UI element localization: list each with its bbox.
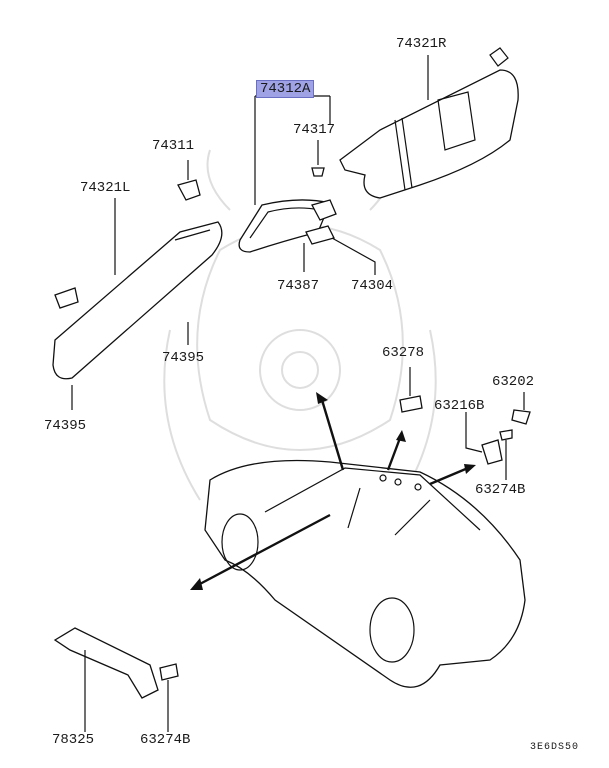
part-label-74304[interactable]: 74304 xyxy=(351,278,394,294)
part-label-63278[interactable]: 63278 xyxy=(382,345,425,361)
sunvisor-right-drawing xyxy=(339,47,519,199)
part-label-74387[interactable]: 74387 xyxy=(277,278,320,294)
assist-grip-drawing xyxy=(53,627,179,732)
visor-clip-drawing xyxy=(177,160,201,201)
part-label-74317[interactable]: 74317 xyxy=(293,122,336,138)
diagram-code: 3E6DS50 xyxy=(530,742,580,753)
part-label-74395-left[interactable]: 74395 xyxy=(44,418,87,434)
part-label-74311[interactable]: 74311 xyxy=(152,138,195,154)
part-label-74395-center[interactable]: 74395 xyxy=(162,350,205,366)
car-body-drawing xyxy=(204,459,526,688)
part-label-74321l[interactable]: 74321L xyxy=(80,180,131,196)
part-label-78325[interactable]: 78325 xyxy=(52,732,95,748)
part-label-74312a[interactable]: 74312A xyxy=(256,80,315,98)
part-label-74321r[interactable]: 74321R xyxy=(396,36,447,52)
part-label-63216b[interactable]: 63216B xyxy=(434,398,485,414)
rearview-mirror-drawing xyxy=(238,95,376,275)
roof-clip-drawing xyxy=(399,367,423,413)
direction-arrows xyxy=(190,392,476,590)
grip-cap-parts-drawing xyxy=(465,392,531,480)
sunvisor-left-drawing xyxy=(52,198,223,410)
part-label-63202[interactable]: 63202 xyxy=(492,374,535,390)
part-label-63274b-right[interactable]: 63274B xyxy=(475,482,526,498)
part-label-63274b-bottom[interactable]: 63274B xyxy=(140,732,191,748)
